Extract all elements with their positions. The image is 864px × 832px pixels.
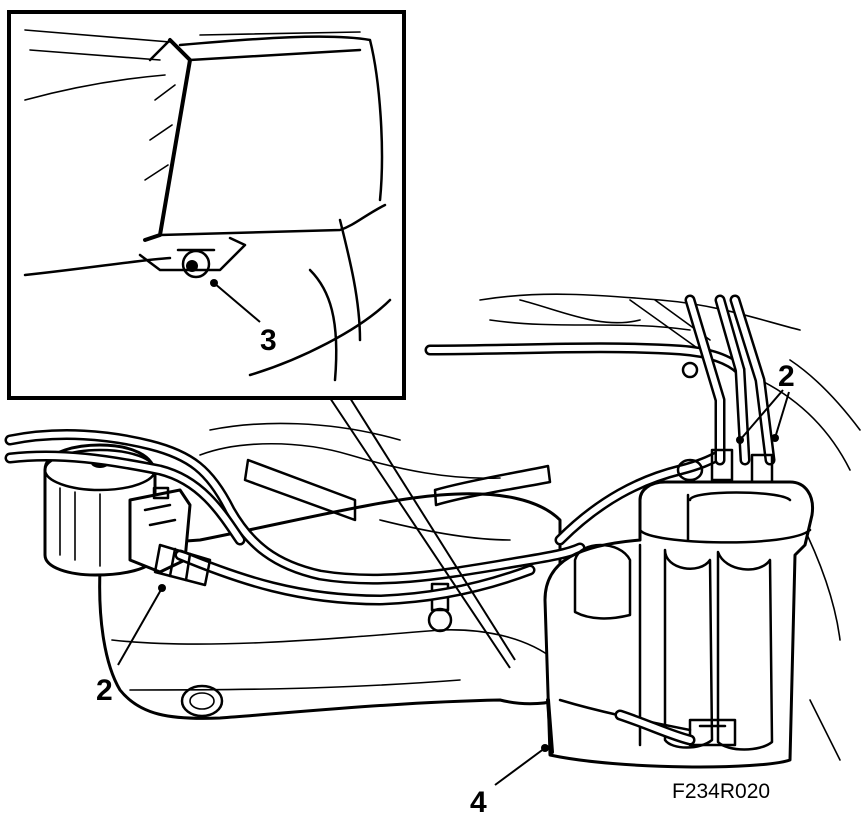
callout-2-right: 2	[778, 360, 795, 393]
inset-detail	[7, 10, 406, 400]
callout-3: 3	[260, 324, 277, 357]
leader-lines	[117, 279, 790, 786]
figure-reference: F234R020	[672, 780, 770, 803]
fuel-lines	[4, 294, 776, 606]
evap-canister	[543, 480, 815, 769]
inset-pointer	[329, 397, 516, 669]
fuel-pump	[43, 443, 192, 577]
callout-4: 4	[470, 786, 487, 819]
callout-2-left: 2	[96, 674, 113, 707]
